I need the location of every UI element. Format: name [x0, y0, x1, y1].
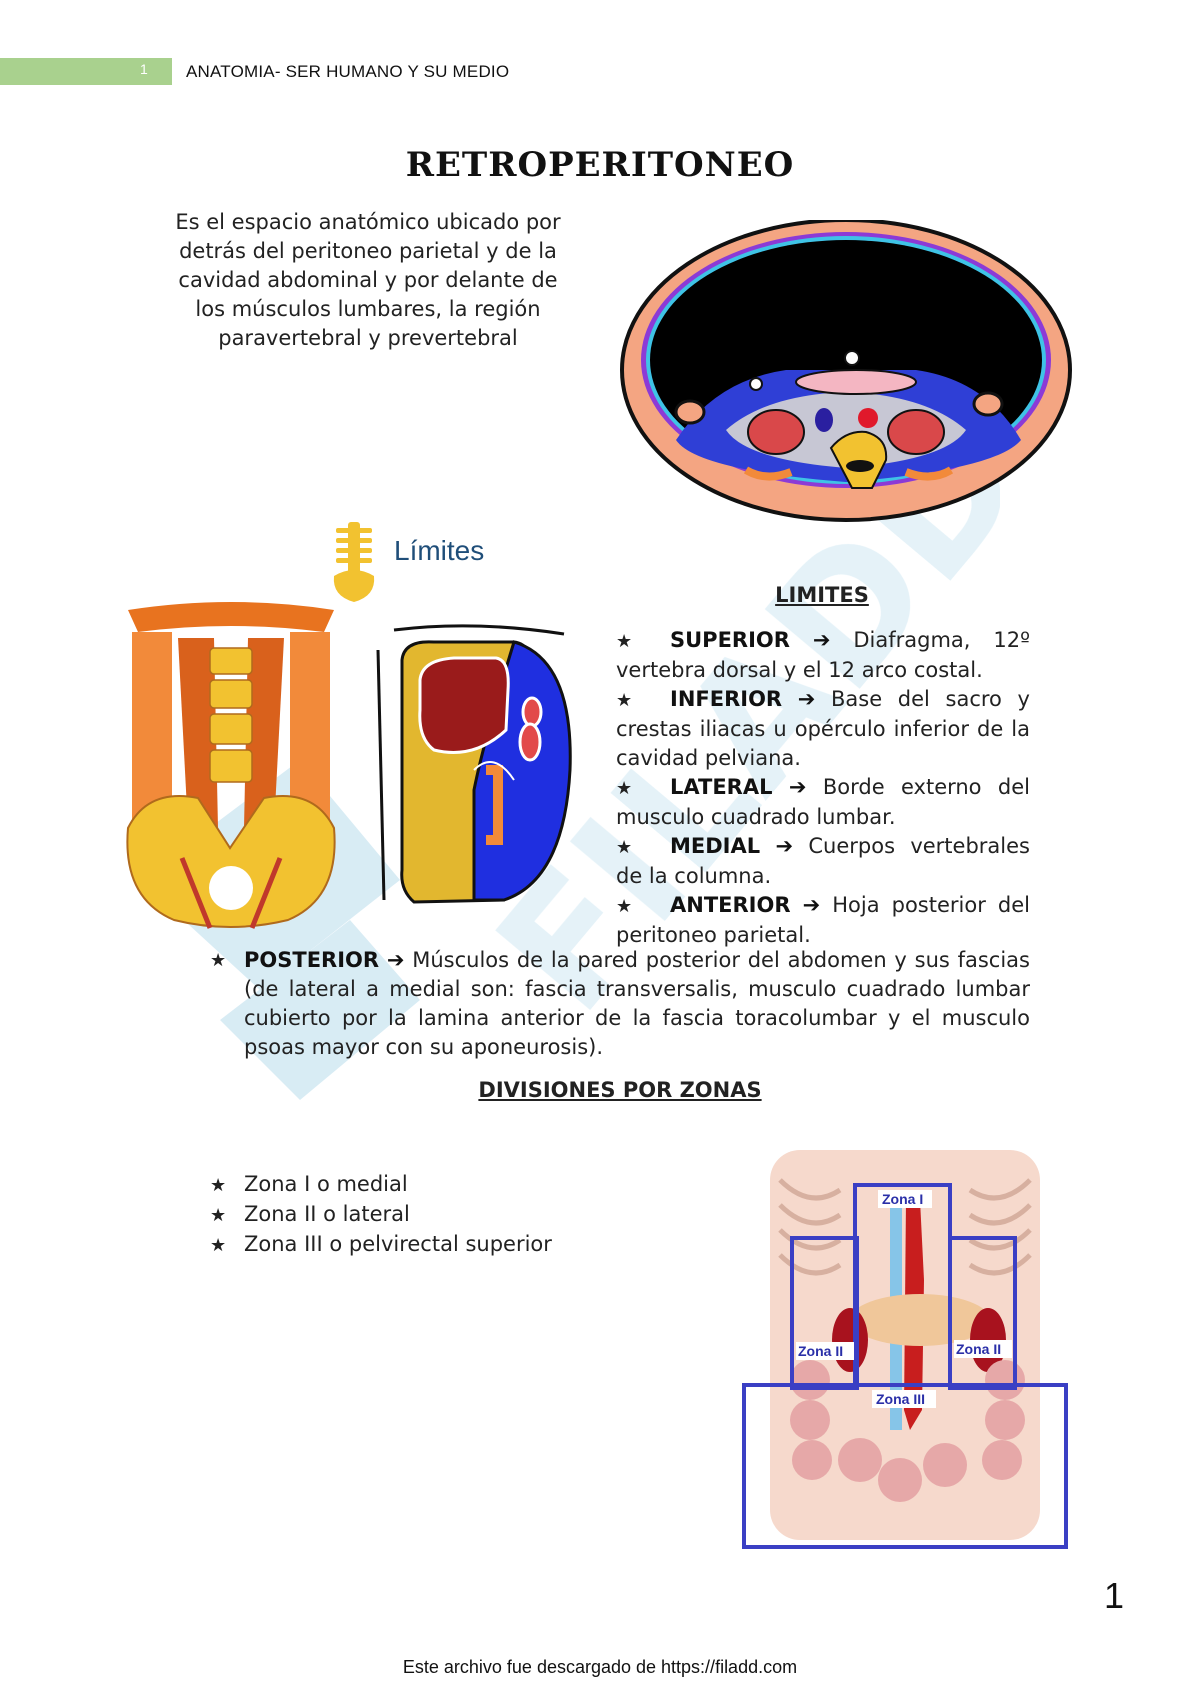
- zone-box-2-left: [790, 1236, 859, 1390]
- header-bar: [0, 58, 172, 85]
- list-item: ★Zona II o lateral: [210, 1200, 552, 1230]
- zone-label-2-left: Zona II: [798, 1343, 843, 1359]
- spine-icon: [333, 522, 375, 602]
- star-icon: ★: [210, 1235, 227, 1256]
- limit-label: MEDIAL: [670, 834, 761, 858]
- limit-item-posterior: ★ POSTERIOR ➔ Músculos de la pared poste…: [210, 946, 1030, 1062]
- intro-paragraph: Es el espacio anatómico ubicado por detr…: [175, 210, 561, 350]
- header-course-title: ANATOMIA- SER HUMANO Y SU MEDIO: [186, 62, 510, 81]
- limits-heading: LIMITES: [775, 583, 869, 607]
- limit-item: ★ ANTERIOR ➔ Hoja posterior del peritoneo…: [616, 891, 1030, 950]
- limits-figure-label: Límites: [394, 535, 485, 566]
- star-icon: ★: [210, 1205, 227, 1226]
- page-number: 1: [1104, 1575, 1125, 1616]
- star-icon: ★: [616, 778, 633, 799]
- limit-text: Hoja posterior del peritoneo parietal.: [616, 893, 1030, 947]
- star-icon: ★: [616, 896, 633, 917]
- zone-box-2-right: [948, 1236, 1017, 1390]
- zone-label-2-right: Zona II: [956, 1341, 1001, 1357]
- retroperitoneal-zones-figure: Zona I Zona II Zona II Zona III: [742, 1150, 1068, 1549]
- limit-text: Cuerpos vertebrales de la columna.: [616, 834, 1030, 888]
- zone-box-3: [742, 1383, 1068, 1549]
- limit-text: Base del sacro y crestas iliacas u opérc…: [616, 687, 1030, 770]
- limits-list: ★ SUPERIOR ➔ Diafragma, 12º vertebra dors…: [616, 626, 1030, 950]
- limit-item: ★ SUPERIOR ➔ Diafragma, 12º vertebra dors…: [616, 626, 1030, 685]
- list-item: ★Zona I o medial: [210, 1170, 552, 1200]
- posterior-abdominal-wall-figure: [126, 602, 336, 929]
- limit-label: SUPERIOR: [670, 628, 790, 652]
- arrow-icon: ➔: [802, 893, 821, 917]
- arrow-icon: ➔: [788, 775, 807, 799]
- limit-label: ANTERIOR: [670, 893, 791, 917]
- arrow-icon: ➔: [812, 628, 831, 652]
- limit-label: INFERIOR: [670, 687, 783, 711]
- star-icon: ★: [210, 1175, 227, 1196]
- limit-text: Diafragma, 12º vertebra dorsal y el 12 a…: [616, 628, 1030, 682]
- limit-item: ★ LATERAL ➔ Borde externo del musculo cua…: [616, 773, 1030, 832]
- sagittal-section-figure: [376, 624, 572, 904]
- limit-text: Músculos de la pared posterior del abdom…: [244, 948, 1030, 1059]
- limit-item: ★ INFERIOR ➔ Base del sacro y crestas ili…: [616, 685, 1030, 773]
- star-icon: ★: [616, 690, 633, 711]
- zones-heading: DIVISIONES POR ZONAS: [478, 1078, 762, 1102]
- limit-label: LATERAL: [670, 775, 773, 799]
- header-page-tag: 1: [140, 61, 148, 77]
- zone-label-3: Zona III: [876, 1391, 925, 1407]
- limit-text: Borde externo del musculo cuadrado lumba…: [616, 775, 1030, 829]
- star-icon: ★: [616, 631, 633, 652]
- star-icon: ★: [210, 950, 227, 971]
- arrow-icon: ➔: [386, 948, 405, 972]
- limit-label: POSTERIOR: [244, 948, 380, 972]
- limit-item: ★ MEDIAL ➔ Cuerpos vertebrales de la colu…: [616, 832, 1030, 891]
- zone-label-1: Zona I: [882, 1191, 923, 1207]
- page-title: RETROPERITONEO: [405, 145, 795, 185]
- arrow-icon: ➔: [775, 834, 794, 858]
- zones-list: ★Zona I o medial ★Zona II o lateral ★Zon…: [210, 1170, 552, 1260]
- star-icon: ★: [616, 837, 633, 858]
- arrow-icon: ➔: [797, 687, 816, 711]
- footer-download-note: Este archivo fue descargado de https://f…: [402, 1657, 798, 1677]
- list-item: ★Zona III o pelvirectal superior: [210, 1230, 552, 1260]
- abdomen-cross-section-figure: [620, 220, 1072, 522]
